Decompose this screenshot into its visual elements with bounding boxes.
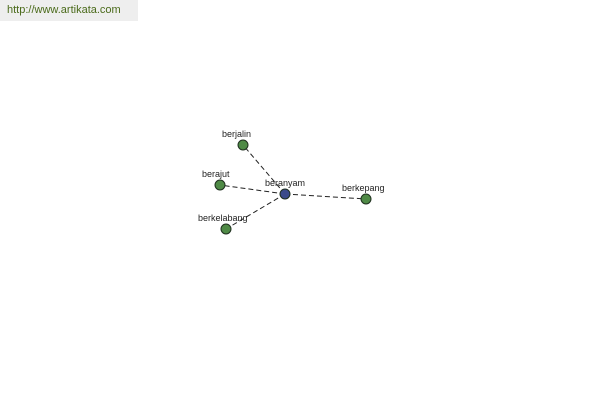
edge-beranyam-berkepang: [284, 193, 367, 200]
edge-beranyam-berkelabang: [225, 193, 286, 230]
edge-beranyam-berjalin: [242, 144, 286, 195]
node-berkelabang-label: berkelabang: [198, 213, 248, 223]
node-berjalin-dot[interactable]: [237, 139, 249, 151]
node-berkepang[interactable]: berkepang: [342, 183, 385, 205]
node-berajut-label: berajut: [202, 169, 230, 179]
node-berjalin-label: berjalin: [222, 129, 251, 139]
node-beranyam[interactable]: beranyam: [265, 178, 305, 200]
node-beranyam-label: beranyam: [265, 178, 305, 188]
node-berkepang-dot[interactable]: [360, 193, 372, 205]
node-berkelabang[interactable]: berkelabang: [198, 213, 248, 235]
edges-layer: [219, 144, 367, 230]
node-berajut-dot[interactable]: [214, 179, 226, 191]
node-berjalin[interactable]: berjalin: [222, 129, 251, 151]
site-url-banner[interactable]: http://www.artikata.com: [0, 0, 138, 21]
node-berajut[interactable]: berajut: [202, 169, 230, 191]
edge-beranyam-berajut: [219, 184, 286, 195]
node-beranyam-dot[interactable]: [279, 188, 291, 200]
nodes-layer: berjalin berajut berkelabang berkepang b…: [198, 129, 385, 235]
site-url-text: http://www.artikata.com: [7, 4, 121, 16]
node-berkepang-label: berkepang: [342, 183, 385, 193]
node-berkelabang-dot[interactable]: [220, 223, 232, 235]
